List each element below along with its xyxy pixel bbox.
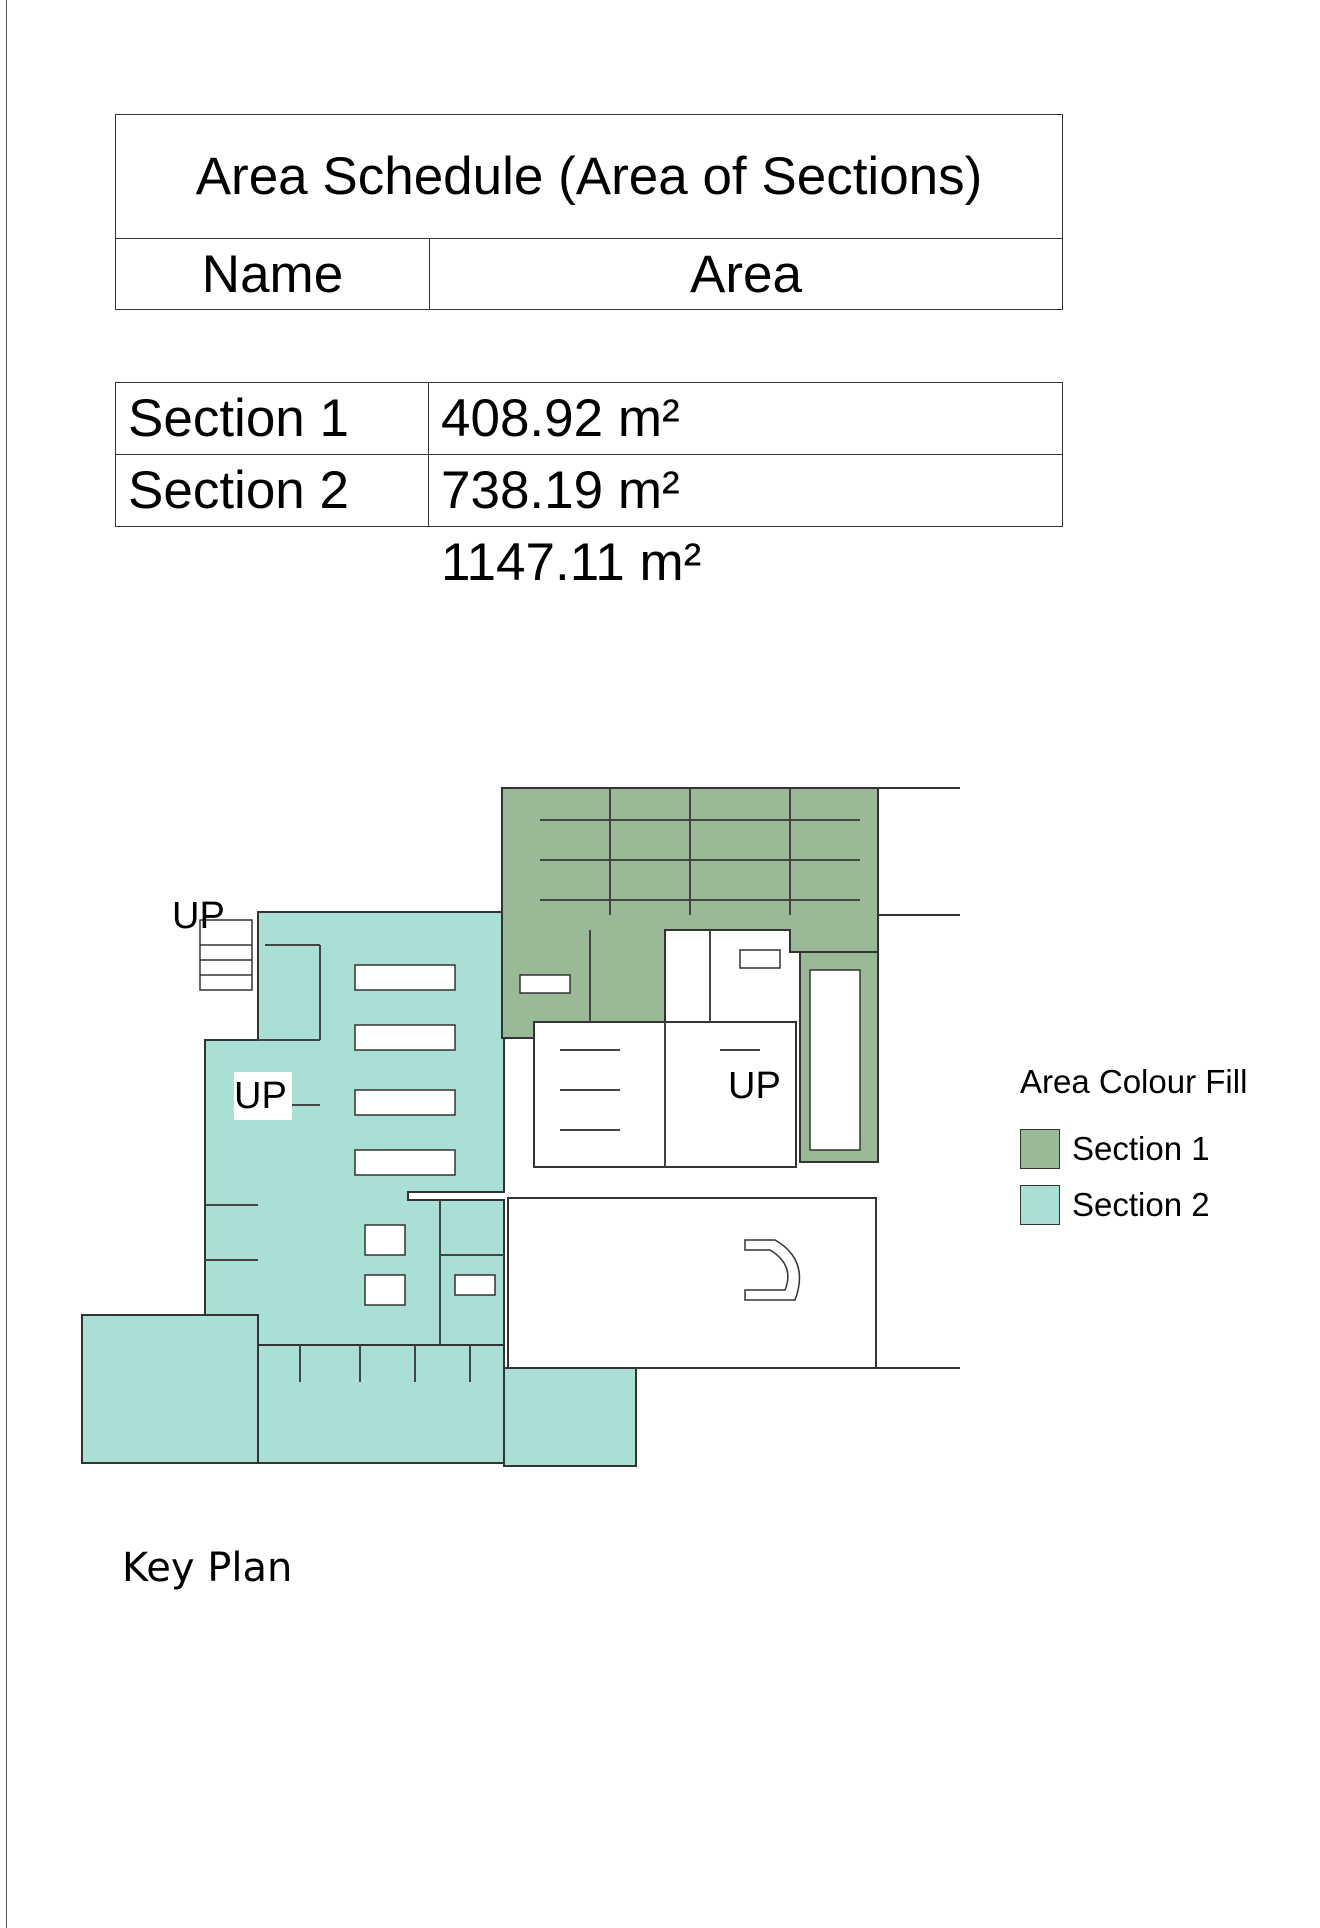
section-2-area	[257, 1344, 505, 1464]
section-2-area	[81, 1314, 259, 1464]
legend-title: Area Colour Fill	[1020, 1063, 1248, 1100]
page-border	[6, 0, 7, 1928]
legend-item-section-2: Section 2	[1020, 1185, 1210, 1225]
floor-plan: UP UP UP	[81, 787, 960, 1467]
legend-swatch	[1020, 1129, 1060, 1169]
key-plan-label: Key Plan	[122, 1545, 293, 1591]
legend-item-section-1: Section 1	[1020, 1129, 1210, 1169]
legend-label: Section 2	[1072, 1186, 1210, 1223]
legend-swatch	[1020, 1185, 1060, 1225]
schedule-body-table: Section 1 408.92 m² Section 2 738.19 m²	[115, 382, 1063, 527]
total-area: 1147.11 m²	[441, 533, 702, 592]
stair-label: UP	[728, 1065, 781, 1107]
schedule-header-table: Area Schedule (Area of Sections) Name Ar…	[115, 114, 1063, 310]
stair-label: UP	[172, 895, 225, 937]
column-header-name: Name	[115, 238, 430, 310]
table-row: Section 1 408.92 m²	[115, 382, 1063, 455]
schedule-title: Area Schedule (Area of Sections)	[115, 114, 1063, 239]
legend-label: Section 1	[1072, 1130, 1210, 1167]
stair-label: UP	[234, 1075, 287, 1117]
column-header-area: Area	[429, 238, 1063, 310]
table-row: Section 2 738.19 m²	[115, 454, 1063, 527]
row-name: Section 1	[115, 382, 429, 455]
section-2-area	[503, 1367, 637, 1467]
row-name: Section 2	[115, 454, 429, 527]
row-area: 738.19 m²	[428, 454, 1063, 527]
lobby-area	[507, 1197, 877, 1369]
row-area: 408.92 m²	[428, 382, 1063, 455]
